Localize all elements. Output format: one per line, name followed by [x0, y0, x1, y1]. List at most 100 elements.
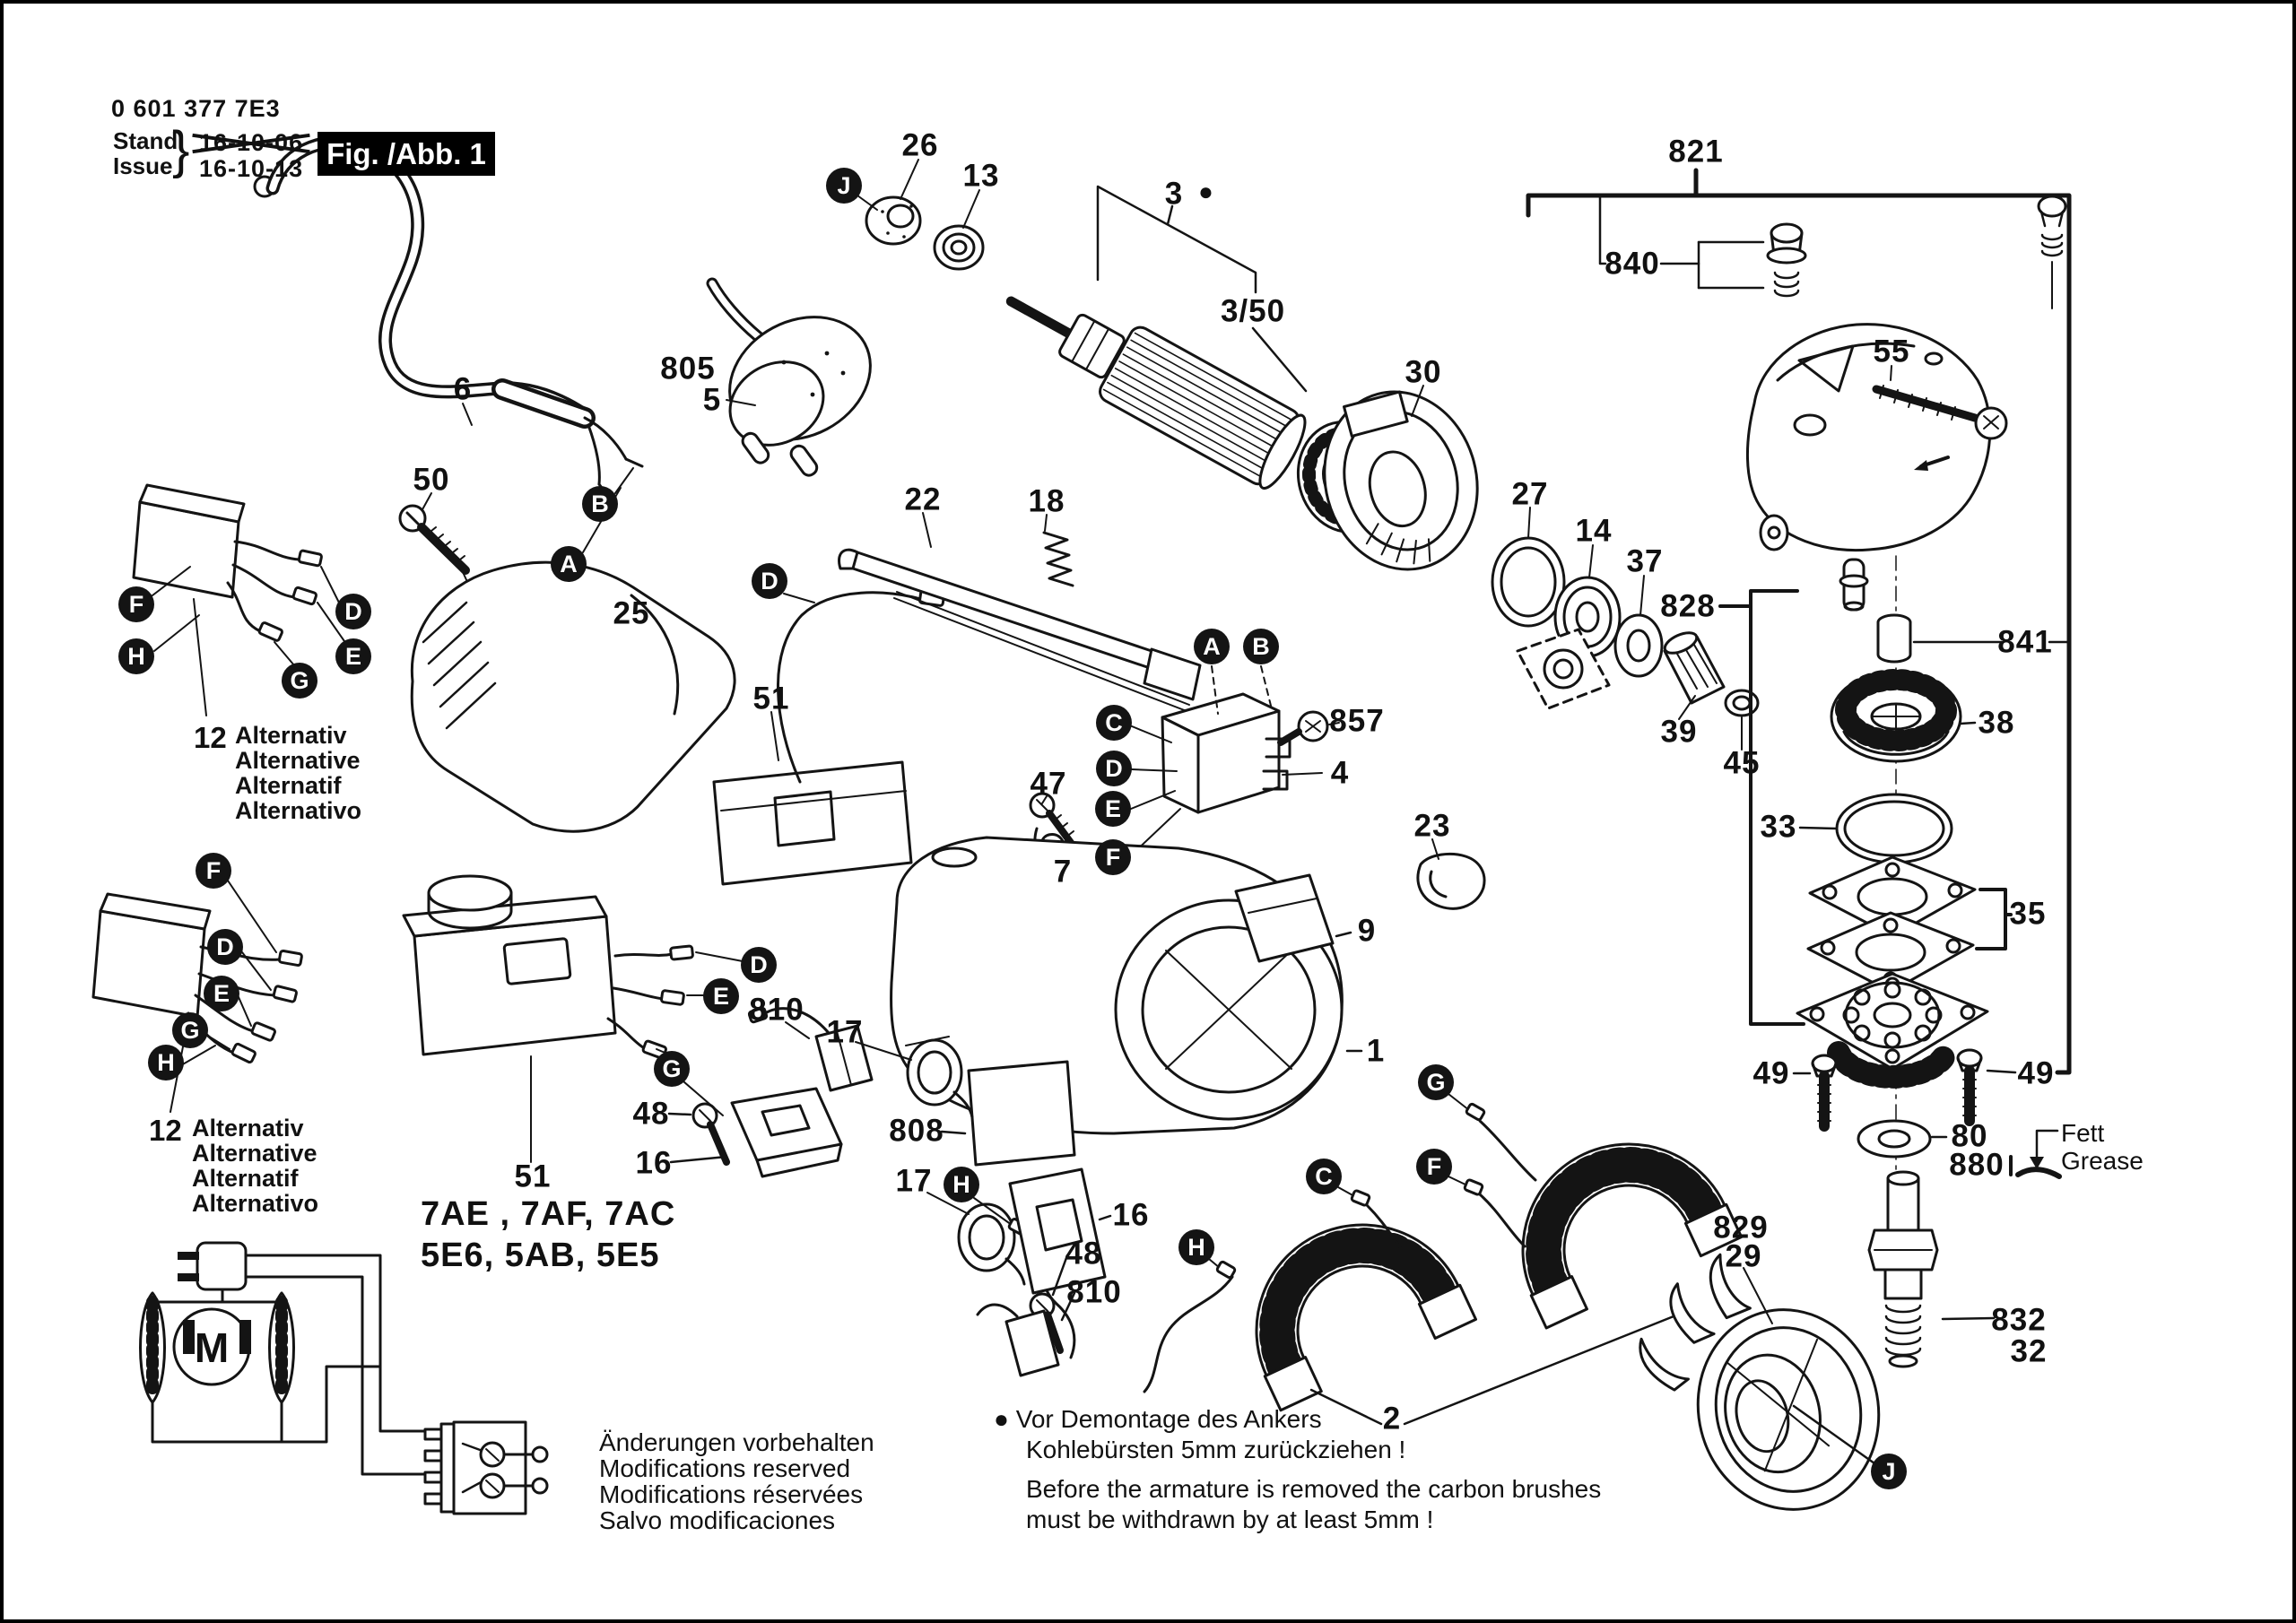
alt2-line: Alternativ: [192, 1115, 304, 1141]
part-callout-49: 49: [1752, 1055, 1790, 1091]
part-callout-841: 841: [1997, 624, 2053, 660]
part-callout-6: 6: [453, 371, 473, 407]
alt1-line: Alternativo: [235, 797, 362, 824]
part-callout-857: 857: [1329, 703, 1385, 739]
part-callout-22: 22: [904, 482, 942, 517]
screw-55: [1872, 365, 2008, 440]
letter-marker-D: D: [1096, 751, 1132, 786]
letter-marker-F: F: [196, 853, 231, 889]
part-callout-810: 810: [1066, 1274, 1122, 1310]
alt2-lines: Alternativ Alternative Alternatif Altern…: [192, 1115, 318, 1216]
bearing-flange: [1796, 972, 1989, 1089]
letter-marker-H: H: [148, 1045, 184, 1081]
part-callout-17: 17: [826, 1014, 864, 1050]
letter-marker-J: J: [826, 168, 862, 204]
stator-housing-1: [890, 836, 1363, 1135]
part-callout-50: 50: [413, 462, 450, 498]
spindle-832: [1867, 1170, 1996, 1368]
modifications-note: Änderungen vorbehalten Modifications res…: [599, 1429, 874, 1533]
label-plate-808: [940, 1060, 1076, 1167]
detent-parts: [2037, 195, 2067, 309]
letter-marker-G: G: [172, 1012, 208, 1048]
part-callout-5: 5: [702, 382, 722, 418]
lock-pin: [1839, 558, 1869, 612]
alt1-lines: Alternativ Alternative Alternatif Altern…: [235, 723, 361, 823]
part-callout-48: 48: [1065, 1236, 1102, 1271]
letter-marker-D: D: [335, 594, 371, 629]
power-cord: [253, 135, 644, 500]
leader-829: [1743, 1267, 1773, 1324]
warning-en-line1: Before the armature is removed the carbo…: [1026, 1475, 1602, 1503]
fork-840: [1598, 195, 1765, 290]
warning-de-line1: ● Vor Demontage des Ankers: [994, 1404, 1601, 1435]
alt2-line: Alternative: [192, 1140, 317, 1167]
alt2-line: Alternativo: [192, 1190, 319, 1217]
part-callout-51: 51: [514, 1159, 552, 1194]
part-callout-17: 17: [895, 1163, 933, 1199]
letter-marker-H: H: [118, 638, 154, 674]
letter-marker-G: G: [282, 663, 317, 699]
letter-marker-F: F: [1095, 839, 1131, 875]
warning-bullet: ●: [994, 1405, 1009, 1433]
grease-en: Grease: [2061, 1147, 2144, 1175]
part-callout-80: 80: [1951, 1118, 1988, 1154]
part-callout-840: 840: [1605, 246, 1660, 282]
alt1-line: Alternativ: [235, 722, 347, 749]
carbon-brush-810a: [747, 1006, 874, 1092]
felt-ring-26: [857, 159, 922, 246]
part-callout-16: 16: [635, 1145, 673, 1181]
modifications-es: Salvo modificaciones: [599, 1506, 836, 1534]
part-callout-26: 26: [901, 127, 939, 163]
grease-mark: [2009, 1155, 2062, 1179]
part-callout-55: 55: [1873, 334, 1910, 369]
part-callout-7: 7: [1053, 854, 1073, 890]
brush-holder-16a: [669, 1081, 843, 1178]
part-callout-828: 828: [1660, 588, 1716, 624]
part-callout-48: 48: [632, 1096, 670, 1132]
washer-80: [1857, 1119, 1948, 1159]
brush-cap-17b: [926, 1192, 1026, 1286]
stand-label: Stand: [113, 127, 178, 154]
letter-marker-E: E: [335, 638, 371, 674]
letter-marker-A: A: [1194, 629, 1230, 664]
part-callout-821: 821: [1668, 134, 1724, 169]
bracket-821: [1526, 168, 2072, 1075]
letter-marker-D: D: [207, 929, 243, 965]
stand-date-struck: 16-10-06: [199, 129, 304, 156]
part-callout-14: 14: [1575, 513, 1613, 549]
air-deflector: [1639, 1253, 1881, 1511]
screw-49-right: [1956, 1048, 2017, 1126]
switch-slide-51: [712, 589, 945, 886]
callout-lines-3: [1096, 185, 1308, 393]
speed-control-51: [402, 874, 744, 1163]
letter-marker-B: B: [1243, 629, 1279, 664]
leader-j-cone: [1792, 1404, 1876, 1465]
part-callout-832: 832: [1991, 1302, 2047, 1338]
part-callout-829: 829: [1713, 1210, 1769, 1245]
clip-23: [1416, 838, 1486, 910]
part-callout-29: 29: [1725, 1238, 1762, 1274]
screw-48b: [1029, 1254, 1069, 1354]
part-callout-45: 45: [1723, 745, 1761, 781]
letter-marker-H: H: [944, 1167, 979, 1202]
fan-baffle-30: [1323, 390, 1479, 571]
model-codes-line2: 5E6, 5AB, 5E5: [421, 1237, 660, 1274]
pinion-39: [1663, 631, 1726, 720]
grease-de: Fett: [2061, 1119, 2105, 1147]
part-callout-880: 880: [1949, 1147, 2005, 1183]
letter-marker-E: E: [703, 978, 739, 1014]
motor-cover-25: [410, 560, 736, 833]
part-callout-18: 18: [1028, 483, 1065, 519]
sheet-9: [1234, 873, 1352, 963]
armature-warning: ● Vor Demontage des Ankers Kohlebürsten …: [994, 1404, 1601, 1535]
part-callout-3: 3: [1164, 176, 1184, 212]
spring-18: [1042, 514, 1074, 587]
part-callout-3/50: 3/50: [1220, 293, 1286, 329]
part-callout-49: 49: [2017, 1055, 2055, 1091]
part-callout-13: 13: [962, 158, 1000, 194]
letter-marker-E: E: [1095, 791, 1131, 827]
model-codes-line1: 7AE , 7AF, 7AC: [421, 1195, 676, 1233]
alt1-line: Alternatif: [235, 772, 342, 799]
part-callout-4: 4: [1330, 755, 1350, 791]
